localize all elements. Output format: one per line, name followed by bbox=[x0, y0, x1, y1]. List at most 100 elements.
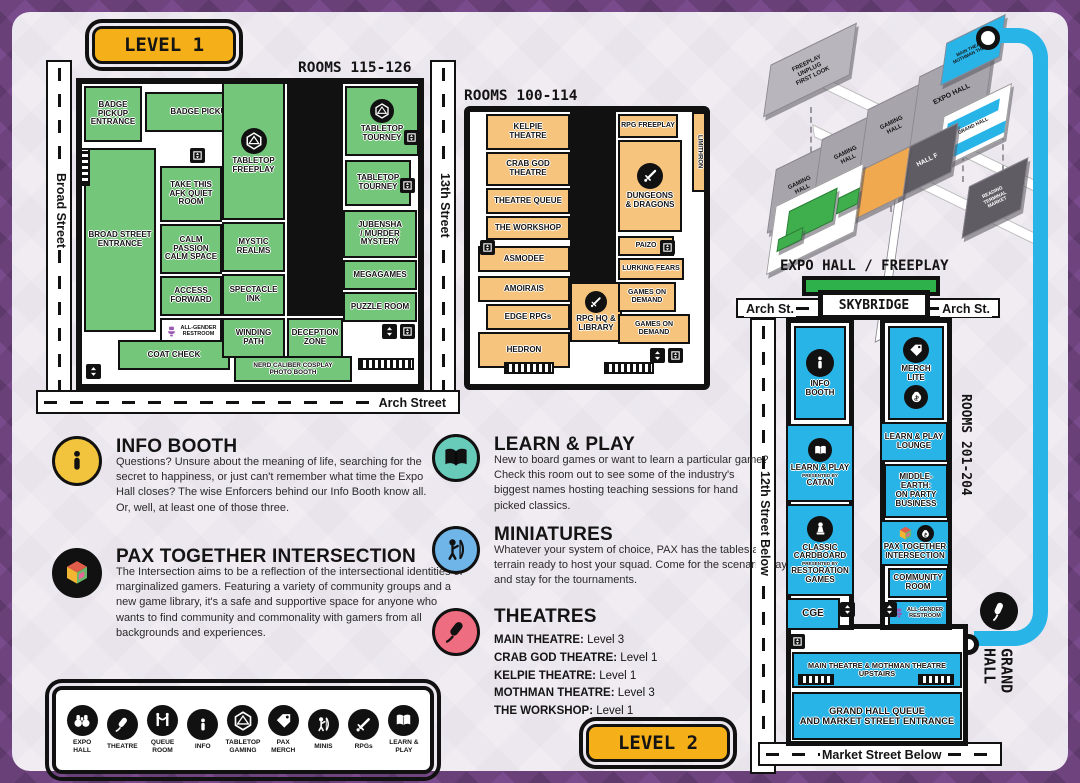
room-label: MYSTIC REALMS bbox=[236, 237, 271, 255]
book-icon bbox=[432, 434, 480, 482]
room-grand-hall-queue: GRAND HALL QUEUE AND MARKET STREET ENTRA… bbox=[792, 692, 962, 740]
room-winding-path: WINDING PATH bbox=[222, 318, 285, 358]
broad-street: Broad Street bbox=[46, 60, 72, 402]
room-amoirais: AMOIRAIS bbox=[478, 276, 570, 302]
thirteenth-street-label: 13th Street bbox=[436, 172, 454, 239]
room-label: INFO BOOTH bbox=[805, 378, 835, 397]
room-all-gender-restroom-2: ALL-GENDER RESTROOM bbox=[888, 600, 948, 626]
arch-street: Arch Street bbox=[36, 390, 460, 414]
room-label: GAMES ON DEMAND bbox=[627, 289, 667, 304]
room-tabletop-tourney-1: TABLETOP TOURNEY bbox=[345, 86, 419, 156]
theatre-name: CRAB GOD THEATRE: bbox=[494, 651, 618, 664]
miniature-figure-icon bbox=[307, 709, 339, 741]
room-label: KELPIE THEATRE bbox=[509, 122, 547, 140]
grand-hall-label: GRAND HALL bbox=[980, 648, 1016, 694]
room-deception-zone: DECEPTION ZONE bbox=[287, 318, 343, 358]
room-community-room: COMMUNITY ROOM bbox=[888, 568, 948, 598]
connector-line bbox=[1002, 92, 1004, 192]
d20-icon bbox=[240, 127, 267, 154]
room-lurking-fears: LURKING FEARS bbox=[618, 258, 684, 280]
room-label: CLASSIC CARDBOARD bbox=[793, 542, 847, 561]
theatre-name: THE WORKSHOP: bbox=[494, 705, 594, 718]
broad-street-label: Broad Street bbox=[52, 172, 70, 250]
iso-overview: FREEPLAY UNPLUG FIRST LOOK GAMING HALL G… bbox=[740, 12, 1070, 343]
stairs-icon bbox=[604, 362, 654, 374]
room-the-workshop: THE WORKSHOP bbox=[486, 216, 570, 240]
room-label: CRAB GOD THEATRE bbox=[506, 159, 550, 177]
legend-item-minis: MINIS bbox=[303, 709, 343, 751]
stairs-icon bbox=[918, 674, 954, 685]
room-label: WINDING PATH bbox=[235, 328, 272, 346]
theatre-level: Level 3 bbox=[617, 687, 655, 700]
room-label: DUNGEONS & DRAGONS bbox=[625, 190, 675, 209]
queue-stanchion-icon bbox=[147, 705, 179, 737]
room-info-booth: INFO BOOTH bbox=[794, 326, 846, 420]
learn-play-body: New to board games or want to learn a pa… bbox=[494, 454, 769, 512]
corridor bbox=[570, 112, 616, 282]
room-label: ACCESS FORWARD bbox=[170, 286, 212, 304]
price-tag-icon bbox=[903, 337, 929, 364]
book-icon bbox=[388, 705, 420, 737]
room-label: PUZZLE ROOM bbox=[350, 301, 410, 311]
restroom-icon bbox=[168, 326, 176, 336]
room-label: SPECTACLE INK bbox=[229, 285, 278, 303]
elevator-icon bbox=[404, 130, 419, 145]
market-street-label: Market Street Below bbox=[820, 747, 944, 763]
money-bag-icon bbox=[916, 525, 934, 543]
room-label: RPG HQ & LIBRARY bbox=[576, 314, 616, 332]
legend-label: PAX MERCH bbox=[271, 739, 296, 754]
theatre-level: Level 1 bbox=[620, 651, 658, 664]
book-icon bbox=[808, 438, 832, 463]
legend-label: TABLETOP GAMING bbox=[225, 739, 261, 754]
level-1-label: LEVEL 1 bbox=[123, 34, 205, 56]
skybridge-route bbox=[974, 631, 998, 646]
pax-together-cube-icon bbox=[899, 526, 911, 540]
room-label: NERD CALIBER COSPLAY PHOTO BOOTH bbox=[253, 361, 333, 376]
room-label: ASMODEE bbox=[503, 253, 545, 263]
skybridge-route bbox=[1033, 68, 1048, 562]
room-label: AMOIRAIS bbox=[504, 283, 544, 293]
legend-label: INFO bbox=[194, 743, 211, 751]
room-all-gender-restroom: ALL-GENDER RESTROOM bbox=[160, 318, 222, 344]
escalator-icon bbox=[86, 364, 101, 379]
d20-icon bbox=[370, 99, 394, 124]
room-label: COAT CHECK bbox=[147, 349, 201, 359]
room-access-forward: ACCESS FORWARD bbox=[160, 276, 222, 316]
sword-icon bbox=[348, 709, 380, 741]
room-learn-play-catan: LEARN & PLAY PRESENTED BY CATAN bbox=[786, 424, 854, 502]
map-panel: LEVEL 1 Broad Street 13th Street Arch St… bbox=[12, 12, 1070, 781]
theatre-list-item: CRAB GOD THEATRE: Level 1 bbox=[494, 650, 657, 668]
room-puzzle-room: PUZZLE ROOM bbox=[343, 292, 417, 322]
legend-item-tabletop-gaming: TABLETOP GAMING bbox=[223, 705, 263, 755]
theatre-list-item: MOTHMAN THEATRE: Level 3 bbox=[494, 685, 657, 703]
elevator-icon bbox=[190, 148, 205, 163]
room-label: GRAND HALL QUEUE AND MARKET STREET ENTRA… bbox=[799, 705, 955, 726]
skybridge-label: SKYBRIDGE bbox=[838, 297, 910, 313]
legend-label: EXPO HALL bbox=[72, 739, 92, 754]
iso-label: READING TERMINAL MARKET bbox=[981, 185, 1008, 210]
room-merch-lite: MERCH LITE bbox=[888, 326, 944, 420]
expo-hall-freeplay-title: EXPO HALL / FREEPLAY bbox=[780, 258, 949, 274]
legend-item-info: INFO bbox=[183, 709, 223, 751]
info-booth-icon bbox=[52, 436, 102, 486]
info-icon bbox=[806, 348, 834, 377]
room-tabletop-freeplay: TABLETOP FREEPLAY bbox=[222, 82, 285, 220]
rooms-115-126-title: ROOMS 115-126 bbox=[298, 60, 412, 76]
escalator-icon bbox=[650, 348, 665, 363]
theatre-name: MOTHMAN THEATRE: bbox=[494, 687, 615, 700]
room-games-on-demand-2: GAMES ON DEMAND bbox=[618, 314, 690, 344]
theatre-list-item: THE WORKSHOP: Level 1 bbox=[494, 703, 657, 721]
room-label: CATAN bbox=[806, 477, 834, 487]
arch-street-label: Arch Street bbox=[376, 395, 448, 411]
info-icon bbox=[187, 709, 219, 741]
rooms-100-114-title: ROOMS 100-114 bbox=[464, 88, 578, 104]
pawn-icon bbox=[807, 515, 833, 542]
room-label: ALL-GENDER RESTROOM bbox=[906, 606, 944, 619]
room-label: RESTORATION GAMES bbox=[791, 565, 849, 584]
twelfth-street-label: 12th Street Below bbox=[756, 470, 774, 577]
theatre-level: Level 1 bbox=[596, 705, 634, 718]
room-theatre-queue: THEATRE QUEUE bbox=[486, 188, 570, 214]
room-label: LIMITHRON bbox=[696, 135, 703, 169]
room-label: COMMUNITY ROOM bbox=[893, 573, 943, 591]
room-calm-space: CALM PASSION CALM SPACE bbox=[160, 224, 222, 274]
